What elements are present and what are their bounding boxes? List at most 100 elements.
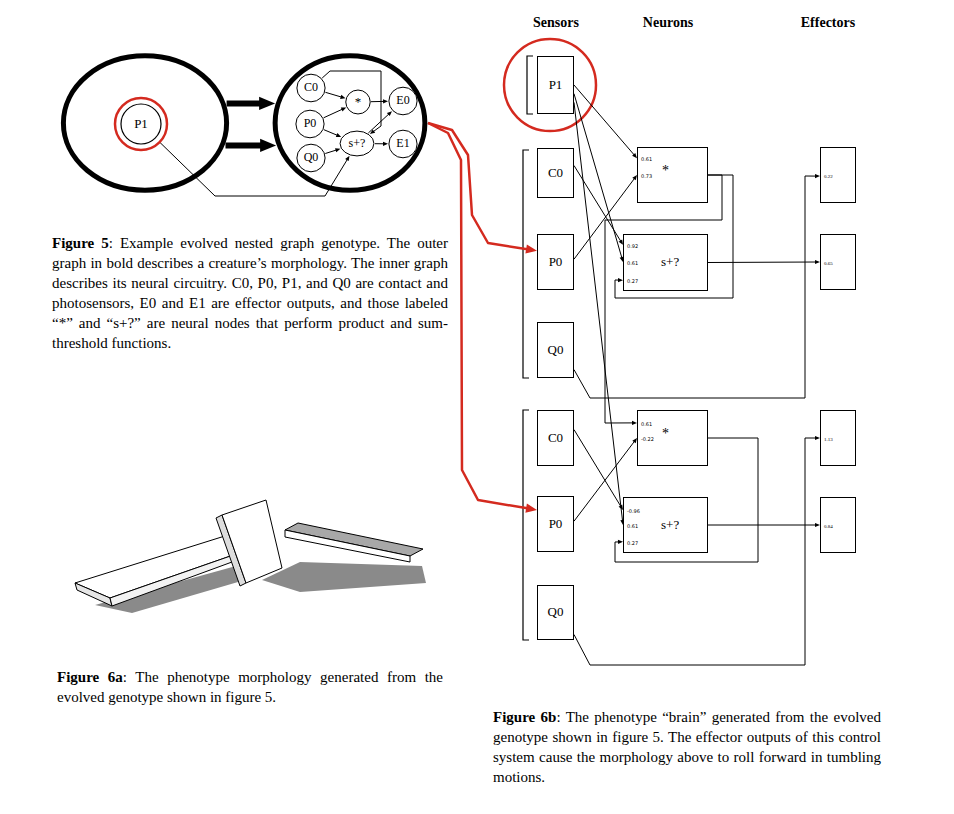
connector-line [574, 102, 623, 521]
weight-label: 0.92 [627, 243, 638, 249]
connector-group [325, 148, 340, 153]
highlight-arrow [428, 123, 529, 250]
node-label: 0.65 [824, 261, 833, 267]
node-ellipse [297, 74, 325, 102]
column-header: Effectors [768, 15, 888, 31]
weight-label: 0.61 [627, 523, 638, 529]
sensor-node: P0 [295, 109, 325, 139]
figure-caption: Figure 6b: The phenotype “brain” generat… [493, 707, 881, 787]
connector-group [574, 102, 625, 525]
node-circle [121, 104, 161, 144]
node-label: Q0 [548, 343, 564, 357]
neuron-box: *0.61-0.22 [637, 410, 708, 466]
connector-group [371, 99, 388, 103]
connector-line [605, 175, 722, 423]
connector-group [375, 142, 388, 146]
node-ellipse [63, 56, 226, 190]
weight-label: 0.61 [627, 260, 638, 266]
connector-line [574, 176, 816, 398]
effector-box: 0.22 [820, 147, 856, 203]
connector-line [375, 143, 384, 144]
connector-group [322, 71, 381, 134]
arrowhead [259, 97, 275, 110]
node-ellipse [296, 110, 324, 138]
node-label: C0 [548, 166, 563, 180]
connector-group [428, 123, 537, 254]
outer-graph-node: C0P0Q0*s+?E0E1 [272, 53, 428, 193]
node-label: Q0 [548, 605, 564, 619]
arrowhead [340, 95, 345, 99]
plank-side [75, 583, 112, 606]
connector-line [325, 92, 342, 97]
sensor-box: P0 [537, 496, 574, 552]
weight-label: 0.73 [641, 173, 652, 179]
arrowhead [525, 245, 537, 254]
caption-title: Figure 6b [493, 709, 556, 725]
outer-graph-node: P1 [60, 53, 230, 193]
effector-box: 0.65 [820, 234, 856, 290]
neuron-box: s+?0.920.610.27 [623, 234, 708, 291]
connector-line [325, 150, 337, 154]
plank-side [285, 530, 410, 562]
connector-line [574, 94, 622, 259]
arrowhead [387, 111, 392, 116]
connector-line [708, 525, 816, 526]
column-header: Neurons [608, 15, 728, 31]
weight-label: 0.61 [641, 156, 652, 162]
weight-label: -0.22 [641, 436, 654, 442]
node-ellipse [340, 131, 374, 156]
connector-group [160, 142, 350, 196]
effector-box: 0.84 [820, 497, 856, 553]
node-label: C0 [548, 431, 563, 445]
group-bracket [523, 150, 529, 378]
connector-group [324, 107, 347, 117]
creature-illustration [75, 500, 426, 613]
node-label: s+? [661, 255, 679, 269]
highlight-ring [115, 98, 167, 150]
node-label: s+? [661, 518, 679, 532]
node-ellipse [275, 56, 425, 190]
node-label: * [355, 95, 362, 109]
node-label: 0.84 [824, 524, 833, 530]
node-label: 1.13 [824, 437, 833, 443]
figure-caption: Figure 6a: The phenotype morphology gene… [57, 667, 443, 707]
node-ellipse [389, 130, 417, 158]
weight-label: 0.27 [627, 540, 638, 546]
node-label: P0 [549, 255, 563, 269]
node-label: 0.22 [824, 174, 833, 180]
neuron-node: s+? [339, 130, 375, 157]
neuron-node: * [345, 89, 371, 115]
weight-label: 0.61 [641, 421, 652, 427]
sensor-box: C0 [537, 410, 574, 466]
weight-label: -0.96 [627, 508, 640, 514]
neuron-box: s+? -0.96 0.61 0.27 [623, 497, 708, 553]
connector-line [227, 100, 264, 106]
connector-group [574, 94, 624, 262]
sensor-node: Q0 [296, 143, 326, 173]
connector-line [160, 142, 348, 196]
arrowhead [383, 99, 388, 103]
connector-group [708, 260, 820, 264]
figure-caption: Figure 5: Example evolved nested graph g… [52, 233, 448, 353]
group-bracket [527, 56, 533, 114]
sensor-node: P1 [113, 96, 169, 152]
node-label: P0 [549, 517, 563, 531]
node-ellipse [389, 87, 417, 115]
connector-group [227, 97, 276, 110]
connector-line [708, 262, 816, 264]
arrowhead [345, 156, 349, 161]
node-label: P1 [549, 78, 563, 92]
node-outline [272, 53, 428, 193]
arrowhead [335, 148, 340, 152]
node-label: s+? [349, 137, 366, 150]
node-ellipse [346, 90, 370, 114]
node-label: P0 [304, 117, 317, 130]
neuron-box: *0.610.73 [637, 147, 708, 203]
connector-group [574, 430, 623, 510]
connector-group [226, 139, 277, 152]
node-label: P1 [134, 117, 148, 131]
node-label: E0 [396, 94, 409, 107]
arrowhead [383, 142, 388, 146]
shadow [262, 562, 426, 592]
sensor-box: P0 [537, 234, 574, 290]
